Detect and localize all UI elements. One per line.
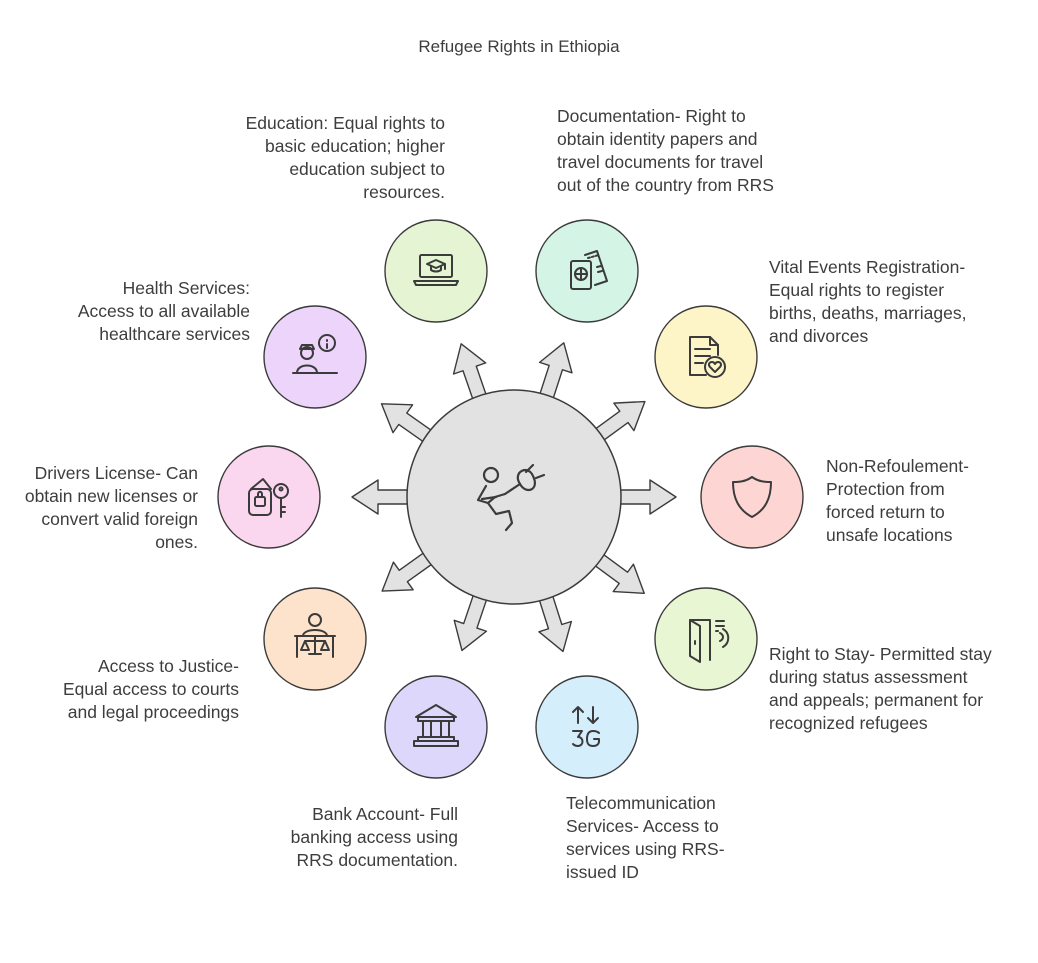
person-info-icon	[292, 334, 338, 374]
label-right-to-stay: Right to Stay- Permitted stay during stat…	[769, 643, 992, 735]
scales-justice-icon	[294, 613, 336, 658]
label-line: Drivers License- Can	[34, 463, 198, 483]
label-line: resources.	[363, 182, 445, 202]
shield-icon	[732, 476, 772, 518]
label-line: Equal access to courts	[62, 679, 239, 699]
node-circle-telecom	[535, 675, 639, 779]
label-line: obtain identity papers and	[557, 129, 758, 149]
node-non-refoulement	[700, 445, 804, 549]
label-line: education subject to	[289, 159, 445, 179]
node-health	[263, 305, 367, 409]
wallet-key-icon	[248, 478, 289, 518]
label-line: services using RRS-	[566, 839, 725, 859]
label-non-refoulement: Non-Refoulement- Protection from forced re…	[826, 455, 969, 547]
label-line: Right to Stay- Permitted stay	[769, 644, 992, 664]
node-circle-bank	[384, 675, 488, 779]
label-vital-events: Vital Events Registration- Equal rights t…	[769, 256, 966, 348]
label-line: births, deaths, marriages,	[769, 303, 967, 323]
label-line: Telecommunication	[566, 793, 716, 813]
node-right-to-stay	[654, 587, 758, 691]
label-line: Access to all available	[77, 301, 250, 321]
node-bank	[384, 675, 488, 779]
label-line: and divorces	[769, 326, 869, 346]
laptop-graduation-icon	[413, 254, 459, 286]
label-line: and legal proceedings	[67, 702, 239, 722]
node-circle-non-refoulement	[700, 445, 804, 549]
label-line: banking access using	[290, 827, 458, 847]
label-line: healthcare services	[99, 324, 250, 344]
label-line: Education: Equal rights to	[245, 113, 445, 133]
label-line: Documentation- Right to	[557, 106, 746, 126]
node-circle-health	[263, 305, 367, 409]
node-justice	[263, 587, 367, 691]
label-line: Health Services:	[122, 278, 250, 298]
node-vital-events	[654, 305, 758, 409]
bank-icon	[413, 704, 459, 747]
label-line: Services- Access to	[566, 816, 719, 836]
label-line: issued ID	[566, 862, 639, 882]
label-line: forced return to	[826, 502, 945, 522]
label-line: Equal rights to register	[769, 280, 945, 300]
signal-3g-icon	[572, 706, 600, 747]
passport-ticket-icon	[570, 250, 608, 290]
label-line: out of the country from RRS	[557, 175, 774, 195]
label-line: Protection from	[826, 479, 945, 499]
diagram-title: Refugee Rights in Ethiopia	[418, 37, 620, 56]
label-justice: Access to Justice- Equal access to courts…	[63, 655, 239, 724]
node-circle-drivers-license	[217, 445, 321, 549]
refugee-with-bundle-icon	[476, 463, 546, 532]
nodes-layer	[217, 219, 804, 779]
label-line: Non-Refoulement-	[826, 456, 969, 476]
label-line: ones.	[155, 532, 198, 552]
label-line: Bank Account- Full	[312, 804, 458, 824]
label-education: Education: Equal rights to basic educatio…	[246, 112, 445, 204]
label-documentation: Documentation- Right to obtain identity p…	[557, 105, 774, 197]
node-telecom	[535, 675, 639, 779]
label-line: obtain new licenses or	[24, 486, 198, 506]
label-line: and appeals; permanent for	[769, 690, 984, 710]
node-drivers-license	[217, 445, 321, 549]
label-line: Vital Events Registration-	[769, 257, 966, 277]
center-hub	[406, 389, 622, 605]
label-line: recognized refugees	[769, 713, 928, 733]
document-heart-icon	[689, 336, 726, 378]
label-line: basic education; higher	[265, 136, 445, 156]
label-line: Access to Justice-	[97, 656, 239, 676]
label-line: during status assessment	[769, 667, 968, 687]
label-line: RRS documentation.	[296, 850, 458, 870]
label-health: Health Services: Access to all available h…	[78, 277, 250, 346]
label-line: convert valid foreign	[41, 509, 198, 529]
arrows-layer	[351, 342, 677, 653]
node-documentation	[535, 219, 639, 323]
node-circle-right-to-stay	[654, 587, 758, 691]
node-education	[384, 219, 488, 323]
label-line: unsafe locations	[826, 525, 953, 545]
label-drivers-license: Drivers License- Can obtain new licenses …	[25, 462, 198, 554]
door-sensor-icon	[689, 619, 730, 663]
label-line: travel documents for travel	[557, 152, 764, 172]
